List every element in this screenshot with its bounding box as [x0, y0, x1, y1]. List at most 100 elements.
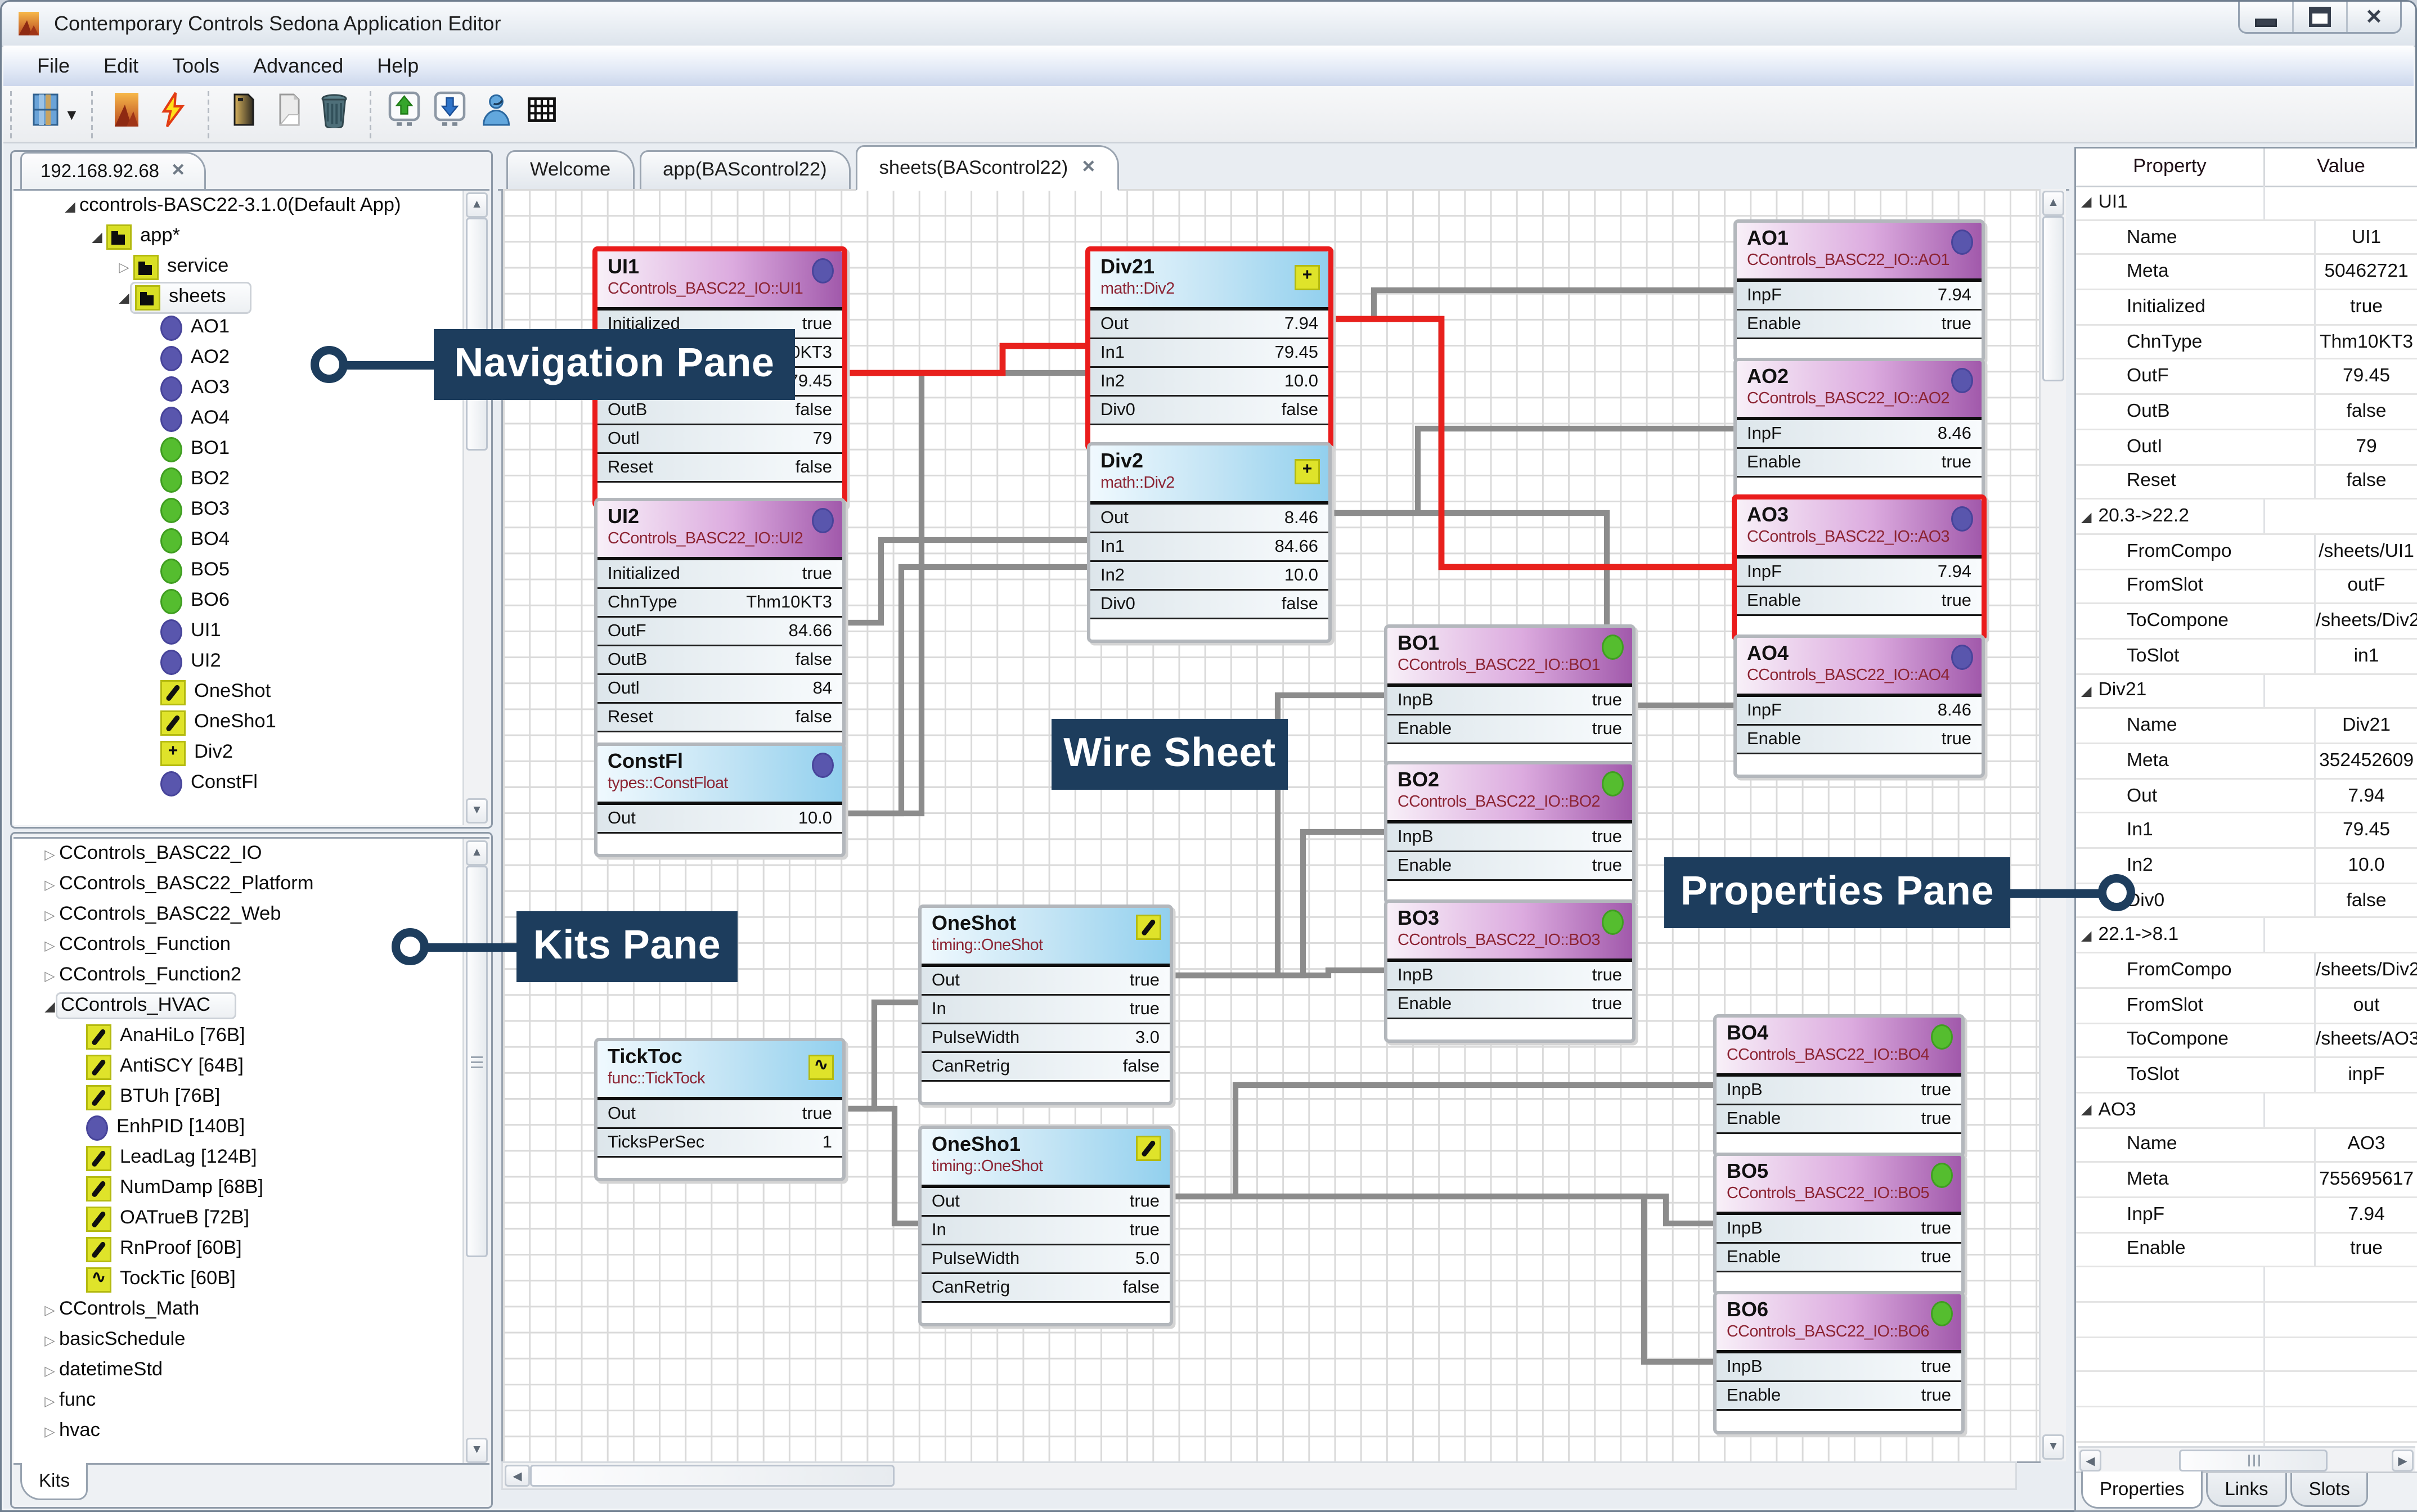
kit-item-ccontrols-hvac[interactable]: ◢CControls_HVAC	[14, 991, 489, 1021]
property-row-tocompone[interactable]: ToCompone/sheets/AO3	[2076, 1023, 2417, 1059]
link-Div21.out-to-AO3.inpF[interactable]	[1325, 316, 1733, 570]
kits-bottom-tab[interactable]: Kits	[20, 1463, 89, 1500]
properties-horizontal-scrollbar[interactable]: ◀ ▶	[2078, 1446, 2415, 1473]
nav-item-constfl[interactable]: ConstFl	[14, 768, 489, 798]
nav-item-bo3[interactable]: BO3	[14, 494, 489, 525]
menu-tools[interactable]: Tools	[172, 54, 220, 78]
kit-item-anahilo-76b-[interactable]: AnaHiLo [76B]	[14, 1021, 489, 1051]
kit-item-func[interactable]: ▷func	[14, 1385, 489, 1416]
editor-tab-sheets-bascontrol22-[interactable]: sheets(BAScontrol22)✕	[855, 145, 1120, 191]
link-ConstFl.out-to-Div21.in2[interactable]	[839, 370, 1087, 817]
link-TickToc.out-to-OneSho1.in[interactable]	[839, 1105, 918, 1227]
property-value[interactable]: 352452609	[2319, 750, 2414, 771]
canvas-horizontal-scrollbar[interactable]: ◀	[501, 1461, 2017, 1490]
expanded-icon[interactable]: ◢	[92, 228, 102, 244]
link-Div21.out-to-AO1.inpF[interactable]	[1325, 287, 1733, 322]
lightning-bolt-button[interactable]	[150, 91, 196, 137]
property-value[interactable]: 7.94	[2348, 785, 2385, 806]
property-value[interactable]: 79.45	[2343, 366, 2390, 387]
link-OneSho1.out-to-BO6.inpB[interactable]	[1166, 1193, 1713, 1365]
link-Div2.out-to-AO2.inpF[interactable]	[1325, 425, 1733, 516]
link-OneSho1.out-to-BO4.inpB[interactable]	[1166, 1082, 1713, 1200]
collapsed-icon[interactable]: ▷	[44, 968, 55, 983]
navigation-tab[interactable]: 192.168.92.68 ✕	[20, 152, 206, 189]
kits-scrollbar[interactable]: ▲ ▼	[462, 839, 489, 1465]
property-value[interactable]: Div21	[2342, 716, 2391, 736]
menu-help[interactable]: Help	[377, 54, 419, 78]
close-button[interactable]: ✕	[2346, 2, 2400, 32]
collapsed-icon[interactable]: ▷	[44, 876, 55, 892]
nav-item-ui2[interactable]: UI2	[14, 646, 489, 677]
expanded-icon[interactable]: ◢	[119, 289, 129, 305]
scroll-down-button[interactable]: ▼	[466, 798, 488, 824]
scroll-up-button[interactable]: ▲	[2042, 191, 2064, 216]
kit-item-antiscy-64b-[interactable]: AntiSCY [64B]	[14, 1051, 489, 1082]
scroll-left-button[interactable]: ◀	[2079, 1450, 2101, 1472]
kit-item-rnproof-60b-[interactable]: RnProof [60B]	[14, 1234, 489, 1264]
kit-item-ccontrols-math[interactable]: ▷CControls_Math	[14, 1294, 489, 1325]
property-value[interactable]: UI1	[2351, 227, 2382, 248]
kit-item-ccontrols-function[interactable]: ▷CControls_Function	[14, 930, 489, 960]
property-value[interactable]: AO3	[2347, 1135, 2385, 1155]
expanded-icon[interactable]: ◢	[2081, 508, 2092, 524]
copy-page-button[interactable]	[221, 91, 267, 137]
property-value[interactable]: Thm10KT3	[2319, 331, 2414, 352]
property-row-22-1-8-1[interactable]: ◢22.1->8.1	[2076, 919, 2417, 954]
value-column-header[interactable]: Value	[2317, 157, 2365, 177]
nav-item-ao1[interactable]: AO1	[14, 312, 489, 343]
maximize-button[interactable]	[2292, 2, 2346, 32]
property-row-20-3-22-2[interactable]: ◢20.3->22.2	[2076, 500, 2417, 535]
property-value[interactable]: true	[2350, 1239, 2383, 1260]
nav-item-div2[interactable]: +Div2	[14, 737, 489, 768]
nav-item-ui1[interactable]: UI1	[14, 616, 489, 646]
expanded-icon[interactable]: ◢	[2081, 195, 2092, 210]
nav-item-bo2[interactable]: BO2	[14, 464, 489, 494]
property-value[interactable]: 7.94	[2348, 1204, 2385, 1225]
kit-item-btuh-76b-[interactable]: BTUh [76B]	[14, 1082, 489, 1112]
property-value[interactable]: /sheets/Div21	[2316, 960, 2417, 980]
collapsed-icon[interactable]: ▷	[44, 846, 55, 862]
property-value[interactable]: true	[2350, 296, 2383, 317]
nav-item-bo5[interactable]: BO5	[14, 555, 489, 586]
